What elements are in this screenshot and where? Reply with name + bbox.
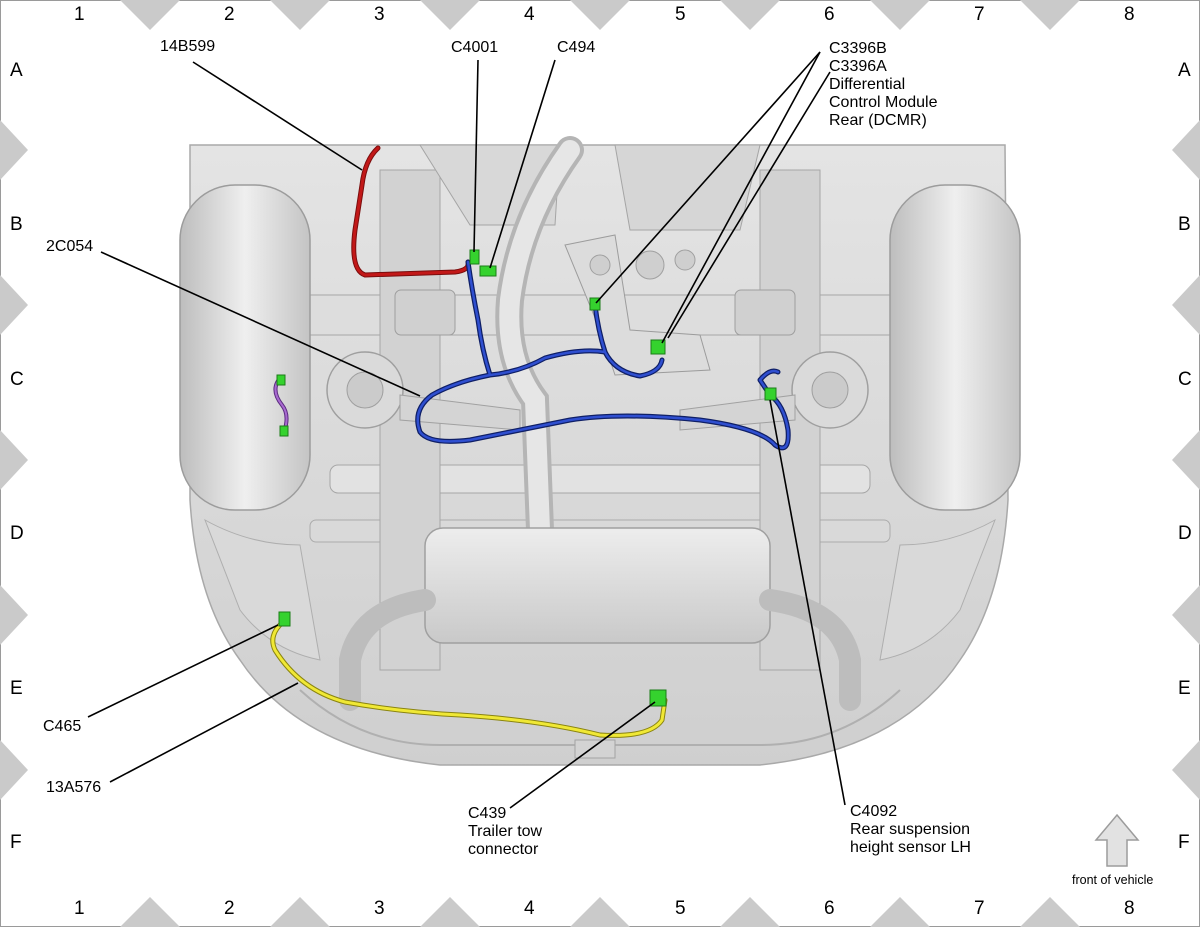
- tires: [179, 184, 1021, 511]
- up-arrow-icon: [1094, 813, 1140, 867]
- connector-purple-1: [276, 374, 286, 386]
- grid-col-2-bottom: 2: [224, 898, 235, 919]
- connector-c465: [278, 611, 291, 627]
- front-of-vehicle-label: front of vehicle: [1072, 873, 1154, 887]
- callout-dcmr-group: C3396B C3396A Differential Control Modul…: [829, 40, 938, 130]
- callout-c439-desc-1: Trailer tow: [468, 823, 543, 840]
- connector-c494: [479, 265, 497, 277]
- grid-row-a-right: A: [1178, 60, 1191, 81]
- grid-row-f-left: F: [10, 832, 22, 853]
- grid-row-d-left: D: [10, 523, 24, 544]
- grid-row-d-right: D: [1178, 523, 1192, 544]
- callout-c494: C494: [557, 39, 596, 56]
- grid-col-3-bottom: 3: [374, 898, 385, 919]
- grid-row-c-left: C: [10, 369, 24, 390]
- grid-col-5-top: 5: [675, 4, 686, 25]
- callout-dcmr-line-1: Differential: [829, 76, 906, 93]
- callout-c4001: C4001: [451, 39, 499, 56]
- callout-c439: C439: [468, 805, 507, 822]
- callout-c439-group: C439 Trailer tow connector: [468, 805, 542, 859]
- callout-c4092: C4092: [850, 803, 898, 820]
- callout-c3396b: C3396B: [829, 40, 887, 57]
- grid-col-3-top: 3: [374, 4, 385, 25]
- grid-row-b-right: B: [1178, 214, 1191, 235]
- callout-c4092-desc-2: height sensor LH: [850, 839, 971, 856]
- grid-row-e-right: E: [1178, 678, 1191, 699]
- grid-col-6-bottom: 6: [824, 898, 835, 919]
- callout-c4092-desc-1: Rear suspension: [850, 821, 971, 838]
- grid-col-4-bottom: 4: [524, 898, 535, 919]
- grid-col-2-top: 2: [224, 4, 235, 25]
- leader-lines: [87, 51, 846, 809]
- callout-dcmr-line-2: Control Module: [829, 94, 938, 111]
- grid-row-b-left: B: [10, 214, 23, 235]
- vehicle-underbody: [189, 136, 1009, 766]
- grid-row-c-right: C: [1178, 369, 1192, 390]
- grid-col-4-top: 4: [524, 4, 535, 25]
- grid-col-8-bottom: 8: [1124, 898, 1135, 919]
- callout-14b599: 14B599: [160, 38, 216, 55]
- callout-13a576: 13A576: [46, 779, 102, 796]
- grid-col-7-top: 7: [974, 4, 985, 25]
- connector-c3396a: [650, 339, 666, 355]
- grid-col-8-top: 8: [1124, 4, 1135, 25]
- callout-2c054: 2C054: [46, 238, 94, 255]
- grid-col-1-bottom: 1: [74, 898, 85, 919]
- connectors: [276, 249, 777, 707]
- grid-row-e-left: E: [10, 678, 23, 699]
- right-rear-tire: [889, 184, 1021, 511]
- connector-c3396b: [589, 297, 601, 311]
- grid-col-6-top: 6: [824, 4, 835, 25]
- callout-c3396a: C3396A: [829, 58, 887, 75]
- callout-dcmr-line-3: Rear (DCMR): [829, 112, 927, 129]
- grid-row-f-right: F: [1178, 832, 1190, 853]
- grid-col-1-top: 1: [74, 4, 85, 25]
- grid-col-7-bottom: 7: [974, 898, 985, 919]
- connector-purple-2: [279, 425, 289, 437]
- grid-col-5-bottom: 5: [675, 898, 686, 919]
- connector-c4001: [469, 249, 480, 265]
- callout-c465: C465: [43, 718, 82, 735]
- callout-c4092-group: C4092 Rear suspension height sensor LH: [850, 803, 971, 857]
- callout-c439-desc-2: connector: [468, 841, 539, 858]
- connector-c4092: [764, 387, 777, 401]
- grid-row-a-left: A: [10, 60, 23, 81]
- left-rear-tire: [179, 184, 311, 511]
